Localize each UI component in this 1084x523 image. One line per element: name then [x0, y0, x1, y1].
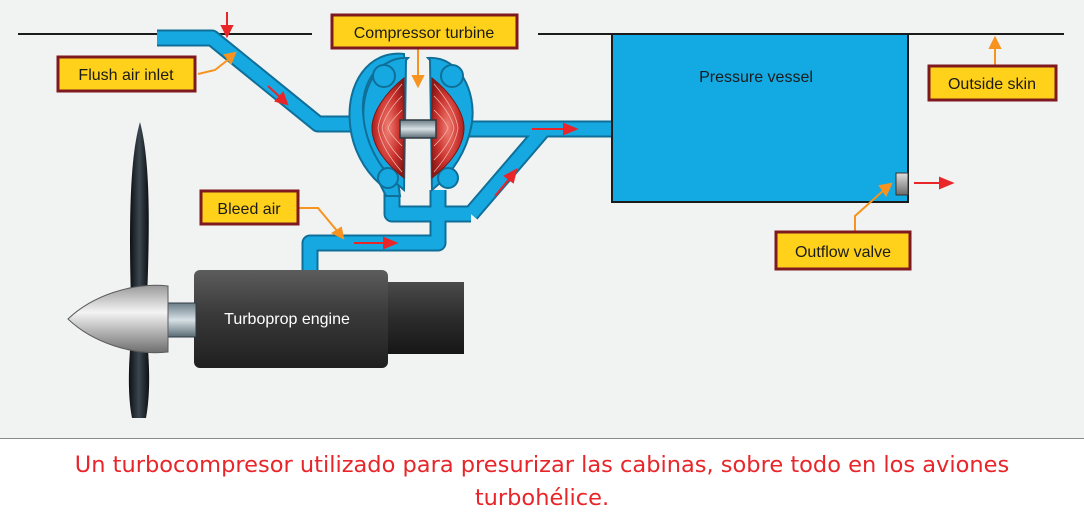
turbine-shaft [399, 119, 437, 139]
outflow-valve-label: Outflow valve [795, 244, 891, 261]
flush-air-inlet-label: Flush air inlet [78, 67, 174, 84]
pressure-vessel-label: Pressure vessel [699, 69, 813, 86]
engine-rear-section [384, 282, 464, 354]
callout-outflow-valve: Outflow valve [774, 230, 912, 271]
compressor-turbine-unit [348, 52, 474, 197]
caption-line-1: Un turbocompresor utilizado para presuri… [74, 452, 1010, 478]
bleed-air-label: Bleed air [217, 201, 281, 218]
diagram-area: Pressure vessel Turboprop engine [0, 0, 1084, 438]
propeller-blade-lower [128, 338, 150, 418]
callout-flush-air-inlet: Flush air inlet [56, 55, 197, 93]
engine-shaft [163, 302, 197, 338]
outside-skin-label: Outside skin [948, 76, 1036, 93]
caption: Un turbocompresor utilizado para presuri… [0, 449, 1084, 515]
pressure-vessel-box [611, 33, 909, 203]
callout-compressor-turbine: Compressor turbine [330, 13, 519, 50]
compressor-turbine-label: Compressor turbine [354, 25, 495, 42]
turboprop-engine: Turboprop engine [67, 122, 464, 418]
turboprop-engine-label: Turboprop engine [224, 311, 350, 328]
outflow-valve-body [895, 172, 909, 196]
air-ducts [157, 29, 612, 270]
propeller-spinner [67, 284, 169, 354]
caption-divider [0, 438, 1084, 439]
propeller-blade-upper [130, 122, 149, 300]
turbocharger-pressurization-diagram: Pressure vessel Turboprop engine [18, 12, 1064, 418]
caption-line-2: turbohélice. [474, 485, 610, 511]
engine-main-body [194, 270, 388, 368]
callout-bleed-air: Bleed air [199, 189, 300, 226]
flow-arrows [220, 12, 955, 250]
leader-lines [197, 35, 1002, 240]
callout-outside-skin: Outside skin [927, 64, 1058, 102]
